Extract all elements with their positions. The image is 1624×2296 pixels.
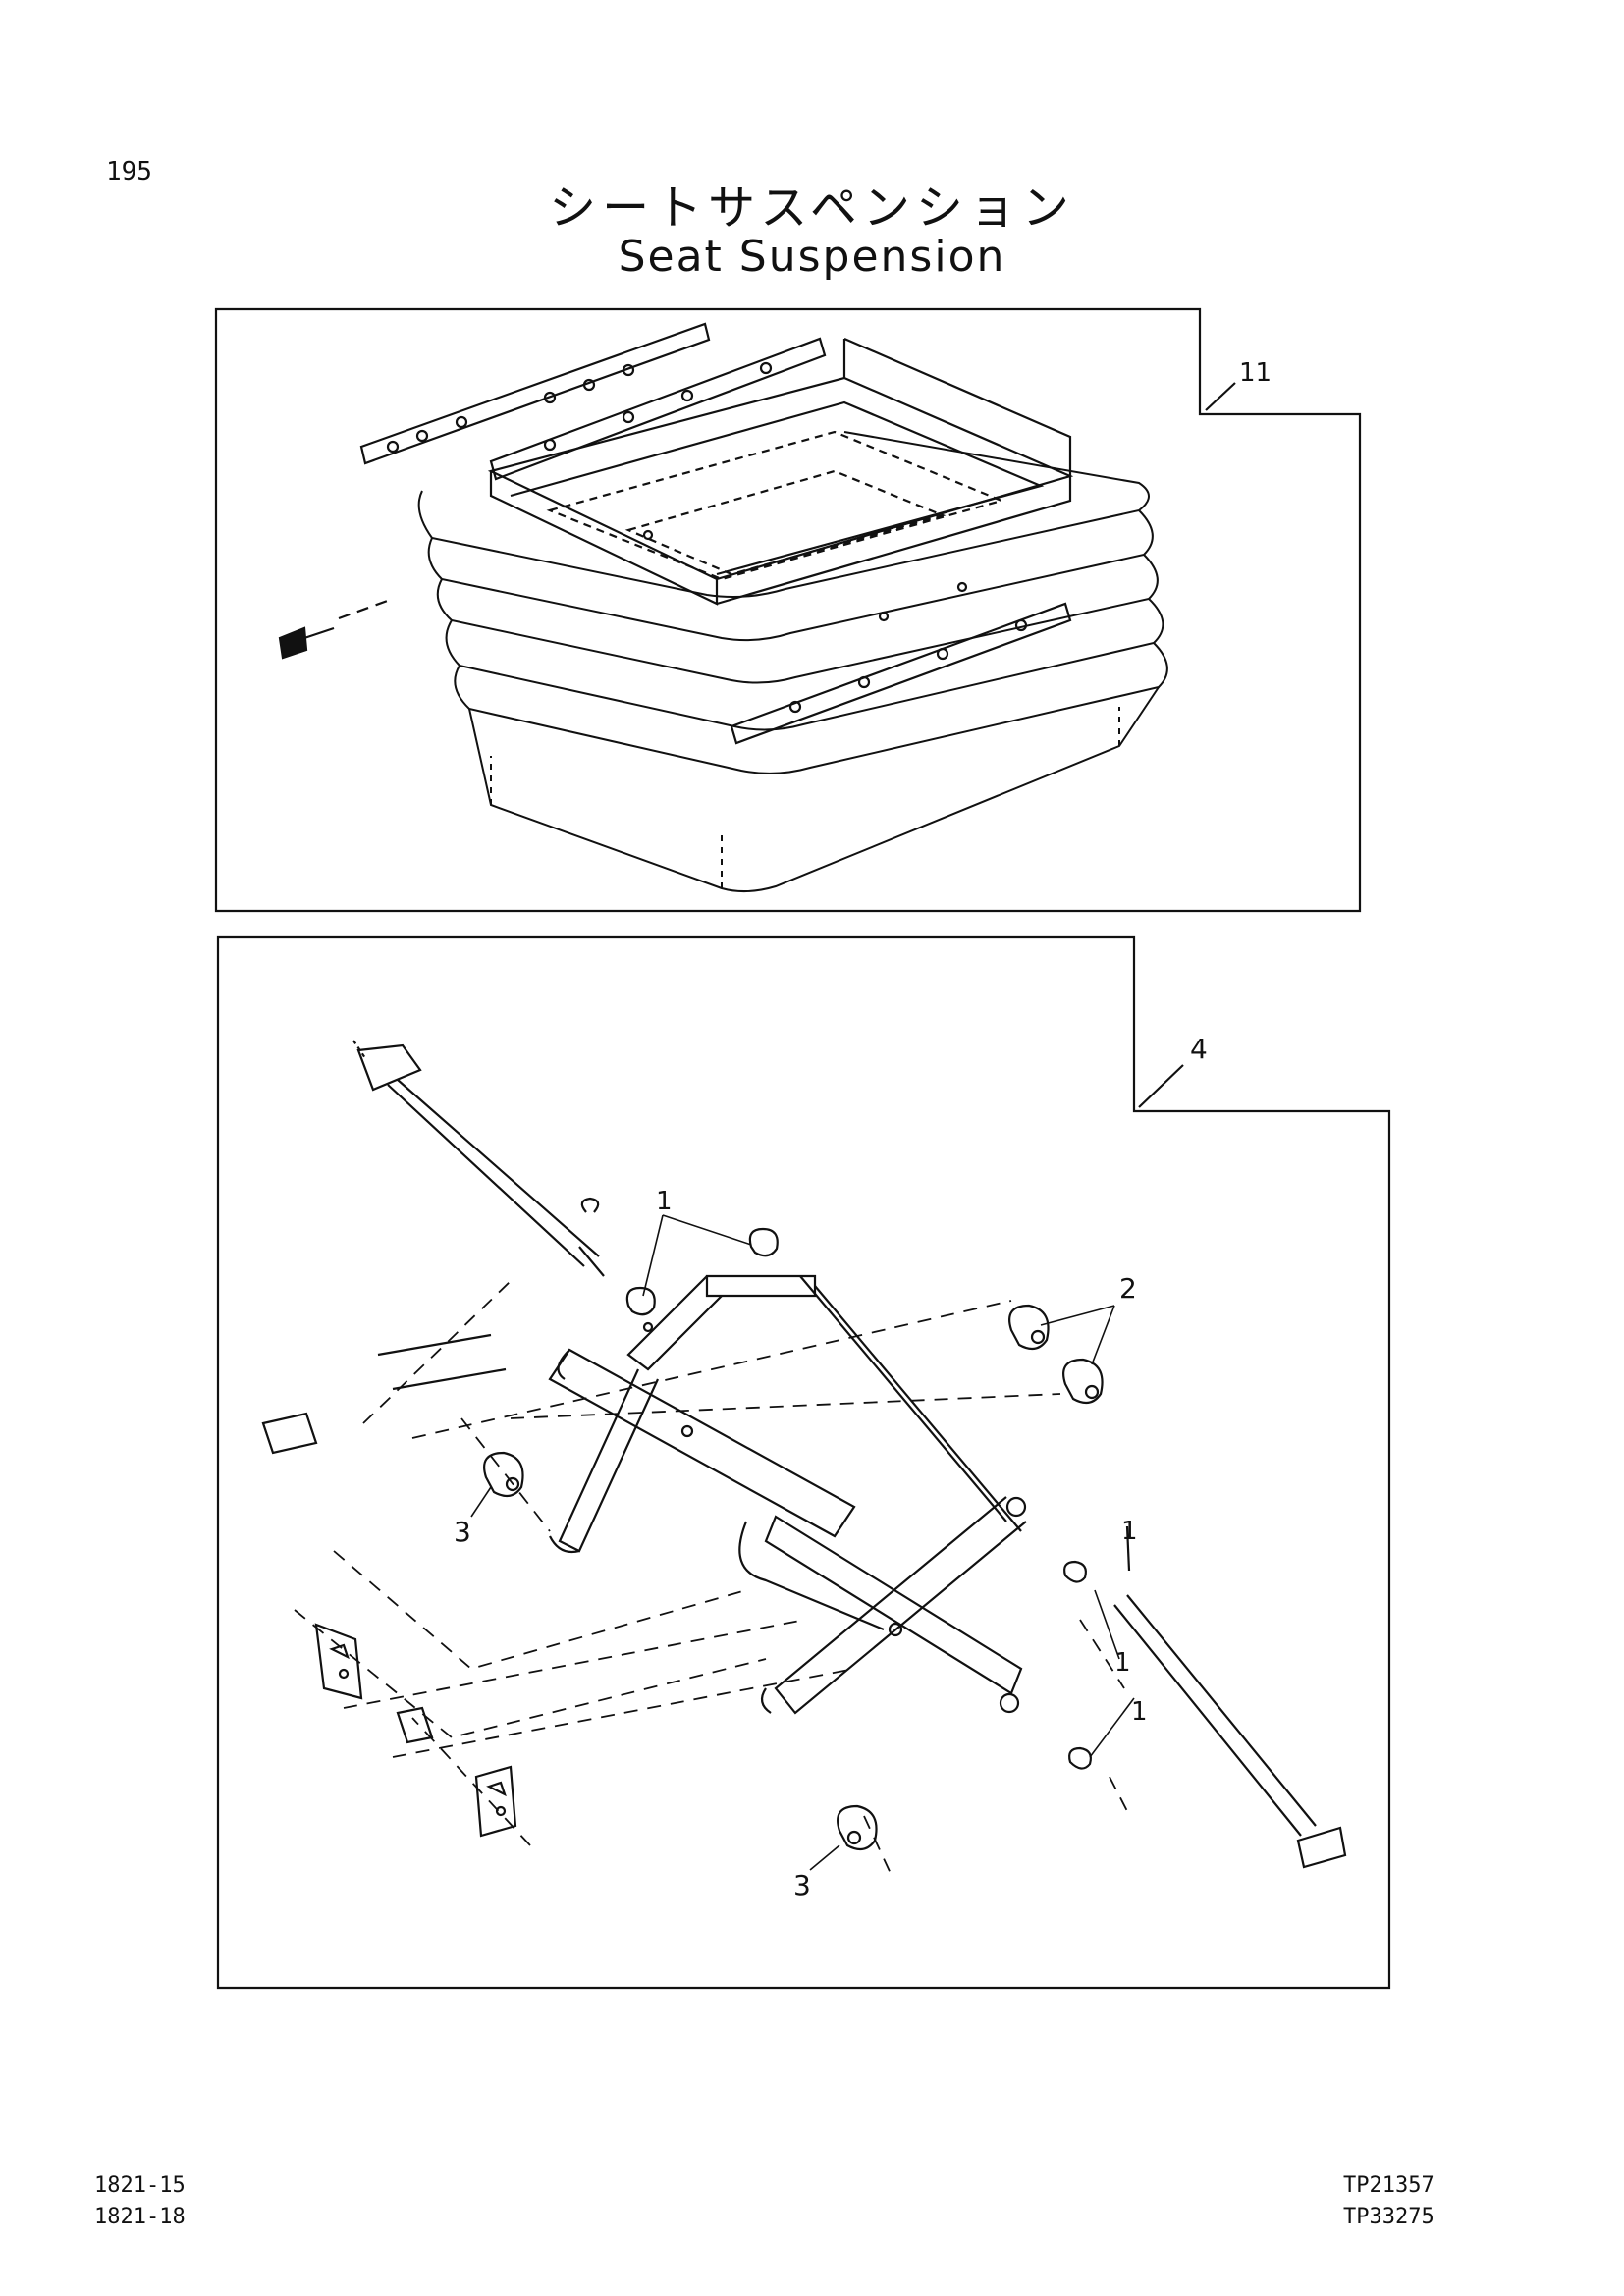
footer-code-right-1: TP21357 — [1343, 2173, 1435, 2198]
page-number: 195 — [106, 157, 152, 187]
callout-4: 4 — [1190, 1033, 1208, 1065]
callout-4-leader — [1138, 1064, 1184, 1108]
top-panel-frame — [214, 307, 1362, 913]
scissor-mechanism — [548, 1274, 1027, 1715]
callout-1b: 1 — [1121, 1517, 1138, 1546]
mounting-brackets — [261, 1333, 517, 1838]
callout-3a: 3 — [454, 1516, 471, 1548]
bellows — [417, 431, 1168, 892]
callout-1a: 1 — [656, 1187, 673, 1216]
bushing-parts — [483, 1227, 1131, 1851]
callout-11-leader — [1205, 382, 1236, 411]
footer-code-right-2: TP33275 — [1343, 2205, 1435, 2229]
bottom-panel-frame — [216, 935, 1391, 1990]
callout-2: 2 — [1119, 1272, 1137, 1305]
right-tie-rod — [1113, 1594, 1347, 1869]
mounting-frame — [487, 337, 1074, 606]
title-english: Seat Suspension — [618, 232, 1006, 282]
callout-1d: 1 — [1131, 1697, 1148, 1727]
phantom-lines — [294, 1280, 1128, 1881]
callout-leaders — [470, 1214, 1135, 1871]
footer-code-left-1: 1821-15 — [94, 2173, 186, 2198]
upper-slide-rails — [359, 322, 1072, 745]
screw-fastener — [278, 597, 394, 660]
callout-3b: 3 — [793, 1869, 811, 1901]
callout-11: 11 — [1239, 358, 1272, 388]
footer-code-left-2: 1821-18 — [94, 2205, 186, 2229]
callout-1c: 1 — [1114, 1648, 1131, 1678]
title-japanese: シートサスペンション — [549, 181, 1075, 236]
left-tie-rod — [352, 1040, 605, 1277]
